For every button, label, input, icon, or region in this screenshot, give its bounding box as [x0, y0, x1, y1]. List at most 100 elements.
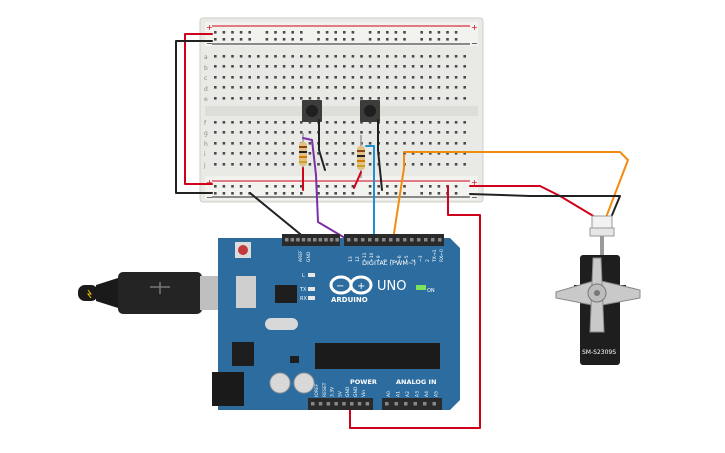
- wire-red-short-2[interactable]: [353, 171, 362, 189]
- header-pin[interactable]: [342, 402, 346, 406]
- breadboard-hole: [282, 65, 286, 68]
- header-pin[interactable]: [382, 238, 386, 242]
- breadboard-hole: [386, 65, 389, 68]
- wire-black-button2[interactable]: [377, 119, 383, 191]
- breadboard-hole: [403, 97, 406, 100]
- header-pin[interactable]: [361, 238, 365, 242]
- breadboard-hole: [394, 55, 398, 58]
- breadboard-hole: [231, 121, 234, 124]
- servo-motor[interactable]: SM-S2309S: [555, 215, 641, 365]
- breadboard-hole: [386, 38, 389, 41]
- header-pin[interactable]: [413, 402, 418, 406]
- header-pin[interactable]: [417, 238, 421, 242]
- breadboard-hole: [282, 185, 286, 188]
- header-pin[interactable]: [423, 402, 427, 406]
- breadboard-hole: [214, 76, 217, 79]
- header-pin[interactable]: [313, 238, 317, 242]
- header-pin[interactable]: [403, 238, 407, 242]
- wire-orange-to-breadboard[interactable]: [392, 154, 405, 241]
- breadboard-hole: [343, 121, 346, 124]
- breadboard-hole: [411, 142, 415, 145]
- header-pin[interactable]: [347, 238, 351, 242]
- breadboard-hole: [265, 55, 269, 58]
- header-pin[interactable]: [438, 238, 442, 242]
- breadboard-hole: [282, 31, 286, 34]
- header-pin[interactable]: [368, 238, 372, 242]
- breadboard-hole: [239, 38, 243, 41]
- breadboard-hole: [386, 86, 389, 89]
- wire-black-gnd[interactable]: [249, 192, 306, 239]
- resistor-2[interactable]: [357, 135, 365, 178]
- wire-orange-to-servo[interactable]: [403, 151, 629, 221]
- pushbutton-1[interactable]: [302, 100, 322, 122]
- wire-purple-signal[interactable]: [302, 137, 346, 239]
- breadboard-hole: [420, 142, 423, 145]
- header-pin[interactable]: [410, 238, 414, 242]
- breadboard[interactable]: + − + − + − + − a b c d e f g h i j: [199, 17, 484, 203]
- reset-button[interactable]: [238, 245, 248, 255]
- breadboard-hole: [454, 142, 458, 145]
- breadboard-hole: [274, 185, 277, 188]
- breadboard-hole: [214, 31, 217, 34]
- breadboard-hole: [403, 185, 406, 188]
- header-pin[interactable]: [285, 238, 289, 242]
- header-pin[interactable]: [326, 402, 331, 406]
- header-pin[interactable]: [350, 402, 354, 406]
- usb-cable[interactable]: [78, 272, 236, 314]
- header-pin[interactable]: [301, 238, 306, 242]
- header-pin[interactable]: [354, 238, 358, 242]
- header-pin[interactable]: [394, 402, 399, 406]
- breadboard-hole: [463, 65, 466, 68]
- wire-red-5v[interactable]: [349, 185, 481, 429]
- header-pin[interactable]: [311, 402, 315, 406]
- breadboard-hole: [308, 65, 312, 68]
- breadboard-hole: [214, 86, 217, 89]
- header-pin[interactable]: [307, 238, 311, 242]
- breadboard-hole: [360, 76, 363, 79]
- arduino-board[interactable]: − + ARDUINO UNO ON TX RX L DIGITAL (PWM~…: [212, 234, 460, 410]
- breadboard-hole: [231, 163, 234, 166]
- header-pin[interactable]: [424, 238, 428, 242]
- header-pin[interactable]: [334, 402, 338, 406]
- breadboard-hole: [325, 131, 329, 134]
- header-pin[interactable]: [389, 238, 393, 242]
- wire-black-to-servo[interactable]: [469, 193, 621, 221]
- breadboard-hole: [377, 31, 380, 34]
- breadboard-hole: [463, 121, 466, 124]
- header-pin[interactable]: [318, 238, 323, 242]
- breadboard-hole: [239, 97, 243, 100]
- header-pin[interactable]: [432, 402, 437, 406]
- breadboard-hole: [231, 76, 234, 79]
- wire-red-rail-link[interactable]: [184, 33, 213, 185]
- wire-blue-signal[interactable]: [365, 145, 375, 241]
- breadboard-hole: [420, 65, 423, 68]
- row-letter-g: g: [204, 130, 208, 137]
- header-pin[interactable]: [431, 238, 435, 242]
- rail-plus-bottom-right: +: [471, 178, 478, 187]
- header-pin[interactable]: [318, 402, 323, 406]
- breadboard-hole: [463, 97, 466, 100]
- header-pin[interactable]: [404, 402, 408, 406]
- pushbutton-2[interactable]: [360, 100, 380, 122]
- header-pin[interactable]: [385, 402, 389, 406]
- header-pin[interactable]: [365, 402, 370, 406]
- breadboard-hole: [454, 55, 458, 58]
- header-pin[interactable]: [290, 238, 295, 242]
- breadboard-hole: [454, 192, 458, 195]
- wire-black-button1[interactable]: [318, 119, 326, 171]
- header-pin[interactable]: [324, 238, 328, 242]
- breadboard-hole: [248, 163, 251, 166]
- header-pin[interactable]: [296, 238, 300, 242]
- breadboard-hole: [420, 192, 423, 195]
- resistor-1[interactable]: [299, 133, 307, 178]
- breadboard-hole: [454, 152, 458, 155]
- pin-label-digital: RX←0: [439, 249, 445, 262]
- header-pin[interactable]: [335, 238, 339, 242]
- wire-red-to-servo[interactable]: [469, 185, 601, 221]
- wire-black-rail-link[interactable]: [175, 40, 213, 194]
- header-pin[interactable]: [357, 402, 362, 406]
- header-pin[interactable]: [396, 238, 400, 242]
- breadboard-hole: [343, 97, 346, 100]
- header-pin[interactable]: [375, 238, 379, 242]
- header-pin[interactable]: [329, 238, 334, 242]
